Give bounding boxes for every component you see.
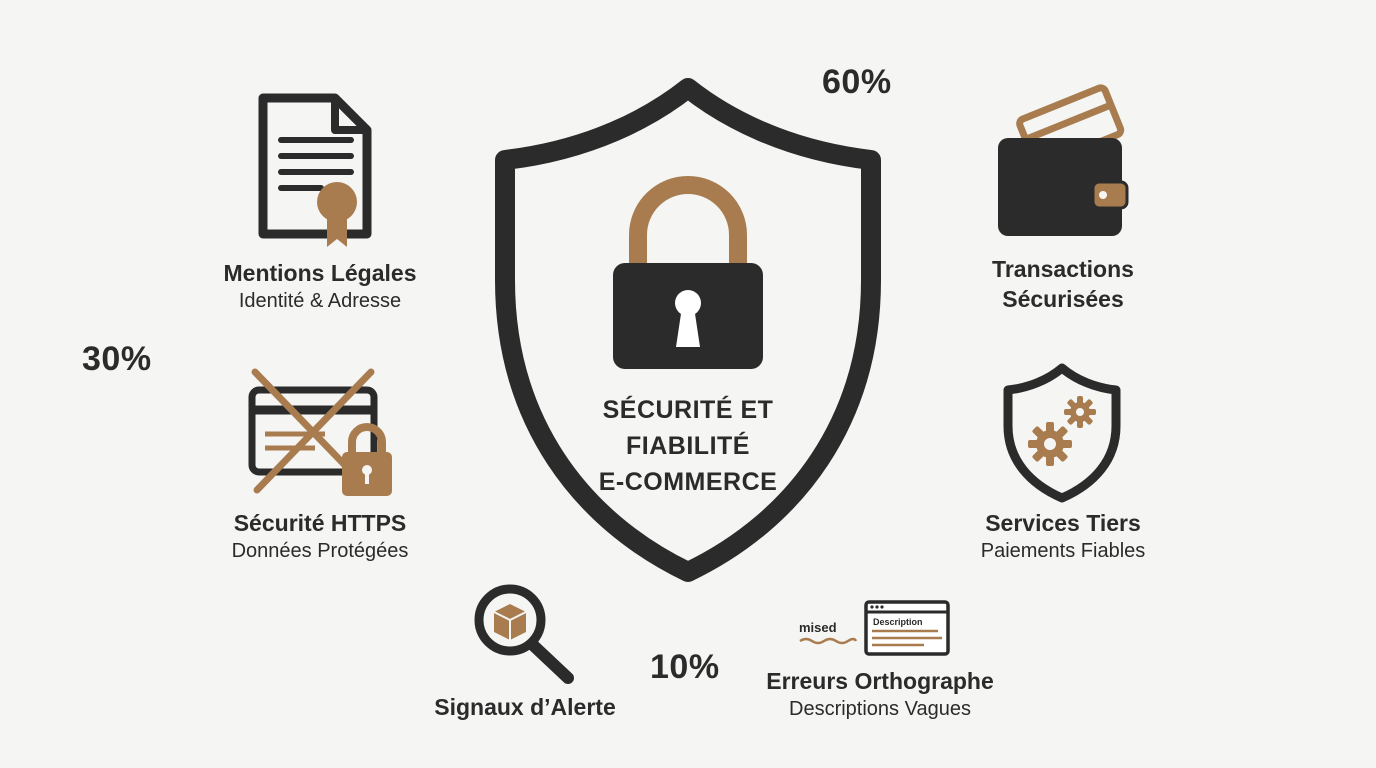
crossed-card-lock-icon — [248, 368, 392, 496]
misspelled-underline-icon — [799, 637, 858, 645]
errors-subtitle: Descriptions Vagues — [789, 698, 971, 720]
description-window-icon — [864, 600, 950, 656]
signals-title: Signaux d’Alerte — [434, 694, 616, 720]
central-title: SÉCURITÉ ET FIABILITÉ E-COMMERCE — [560, 392, 816, 500]
services-block: Services Tiers Paiements Fiables — [923, 508, 1203, 564]
central-title-line-2: FIABILITÉ — [626, 432, 750, 460]
errors-title: Erreurs Orthographe — [766, 668, 994, 694]
shield-gears-icon — [1003, 363, 1121, 503]
percentage-30: 30% — [82, 340, 152, 378]
transactions-title-line-1: Transactions — [992, 256, 1134, 282]
signals-block: Signaux d’Alerte — [405, 692, 645, 722]
legal-subtitle: Identité & Adresse — [238, 290, 402, 312]
transactions-title-line-2: Sécurisées — [1002, 286, 1124, 312]
https-subtitle: Données Protégées — [231, 540, 409, 562]
percentage-10: 10% — [650, 648, 720, 686]
transactions-block: Transactions Sécurisées — [923, 254, 1203, 314]
misspelled-word: mised — [799, 620, 837, 635]
legal-title: Mentions Légales — [223, 260, 417, 286]
central-padlock-icon — [613, 176, 763, 369]
certificate-document-icon — [258, 93, 372, 247]
services-title: Services Tiers — [985, 510, 1141, 536]
https-title: Sécurité HTTPS — [233, 510, 407, 536]
central-title-line-1: SÉCURITÉ ET — [602, 396, 774, 424]
https-block: Sécurité HTTPS Données Protégées — [180, 508, 460, 564]
percentage-60: 60% — [822, 63, 892, 101]
description-window-label: Description — [873, 617, 923, 627]
legal-block: Mentions Légales Identité & Adresse — [180, 258, 460, 314]
central-title-line-3: E-COMMERCE — [598, 468, 778, 496]
magnifier-package-icon — [474, 584, 574, 684]
wallet-icon — [998, 84, 1129, 236]
services-subtitle: Paiements Fiables — [980, 540, 1146, 562]
errors-block: Erreurs Orthographe Descriptions Vagues — [740, 666, 1020, 722]
